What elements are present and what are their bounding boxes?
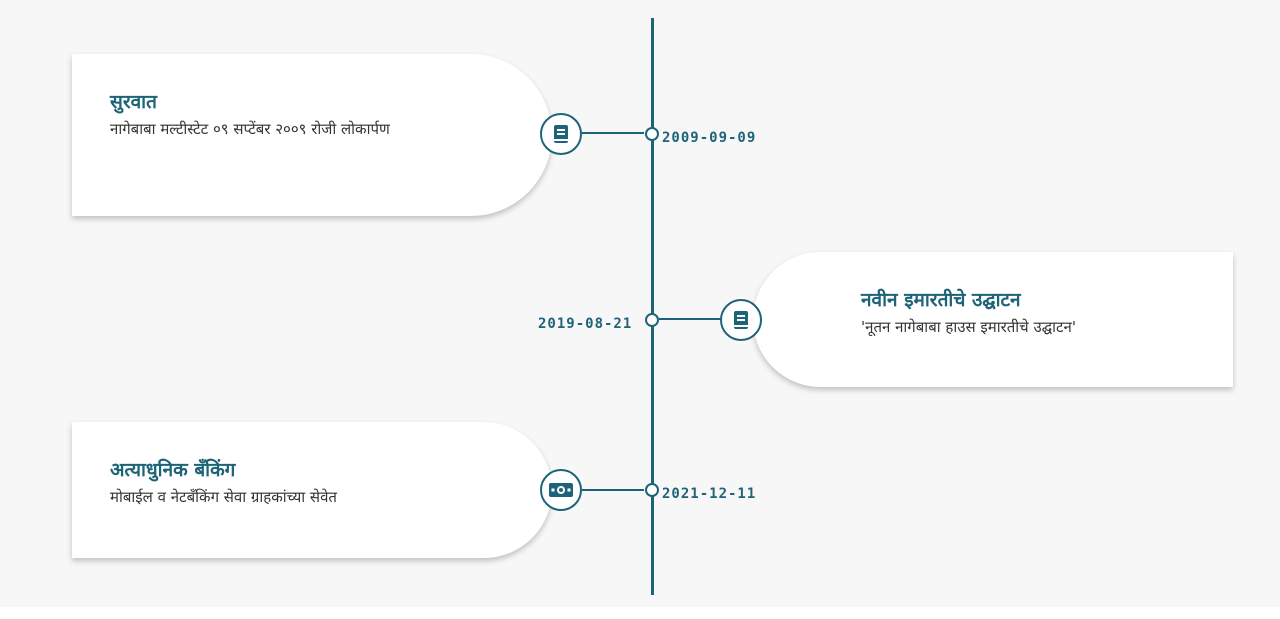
book-icon [734,311,748,329]
timeline-icon-3 [540,469,582,511]
timeline-card-2: नवीन इमारतीचे उद्घाटन 'नूतन नागेबाबा हाउ… [753,252,1233,387]
timeline-axis [651,18,654,595]
timeline-date-2: 2019-08-21 [538,316,633,332]
timeline-date-3: 2021-12-11 [662,486,757,502]
timeline-card-title: अत्याधुनिक बँकिंग [110,459,236,481]
timeline-connector [659,318,721,320]
timeline-card-3: अत्याधुनिक बँकिंग मोबाईल व नेटबँकिंग सेव… [72,422,552,558]
timeline-dot-2 [645,313,659,327]
timeline-connector [582,489,644,491]
timeline-card-title: नवीन इमारतीचे उद्घाटन [861,289,1021,311]
timeline-connector [582,132,644,134]
timeline-date-1: 2009-09-09 [662,130,757,146]
timeline-icon-2 [720,299,762,341]
timeline-icon-1 [540,113,582,155]
money-icon [549,483,573,497]
timeline-dot-1 [645,127,659,141]
timeline-card-description: 'नूतन नागेबाबा हाउस इमारतीचे उद्घाटन' [861,318,1076,336]
timeline-card-description: मोबाईल व नेटबँकिंग सेवा ग्राहकांच्या सेव… [110,488,337,506]
book-icon [554,125,568,143]
timeline-card-title: सुरवात [110,91,157,113]
timeline-card-description: नागेबाबा मल्टीस्टेट ०९ सप्टेंबर २००९ रोज… [110,120,390,138]
timeline-dot-3 [645,483,659,497]
timeline-card-1: सुरवात नागेबाबा मल्टीस्टेट ०९ सप्टेंबर २… [72,54,552,216]
